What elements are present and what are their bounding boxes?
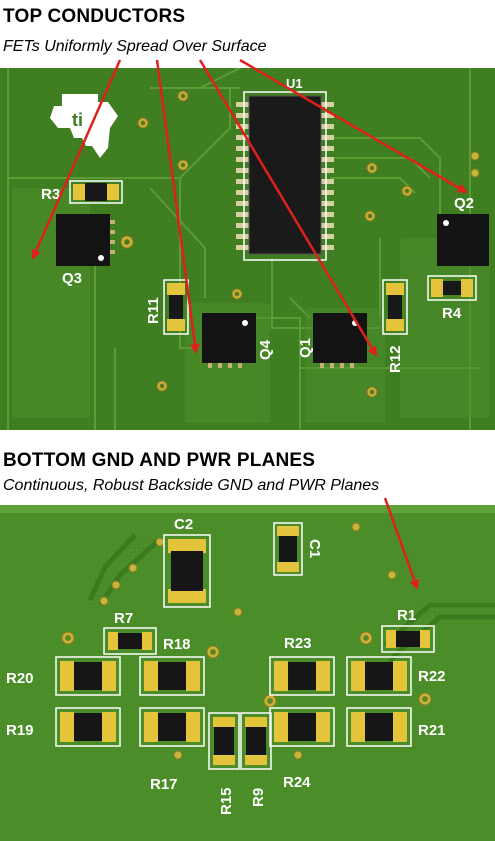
arrow-to-q4 xyxy=(155,59,200,354)
q4-fet xyxy=(202,313,256,368)
r7-resistor xyxy=(103,627,157,655)
label-r3: R3 xyxy=(41,186,60,203)
label-q1: Q1 xyxy=(297,338,314,358)
arrow-to-bottom-plane xyxy=(383,497,420,590)
r11-resistor xyxy=(163,279,189,335)
top-vias xyxy=(120,90,480,398)
label-r12: R12 xyxy=(387,345,404,373)
r9-resistor xyxy=(240,712,272,770)
label-r4: R4 xyxy=(442,305,462,322)
bottom-arrows xyxy=(383,497,420,590)
c1-capacitor xyxy=(273,522,303,576)
r23-resistor xyxy=(269,656,335,696)
r4-resistor xyxy=(427,275,477,301)
r17-resistor xyxy=(139,707,205,747)
top-section-subtitle: FETs Uniformly Spread Over Surface xyxy=(3,38,267,55)
q3-fet xyxy=(56,214,115,266)
arrow-to-q1 xyxy=(198,59,378,357)
r18-resistor xyxy=(139,656,205,696)
label-r24: R24 xyxy=(283,774,311,791)
r1-resistor xyxy=(381,625,435,653)
label-r18: R18 xyxy=(163,636,191,653)
r24-resistor xyxy=(269,707,335,747)
r22-resistor xyxy=(346,656,412,696)
label-r23: R23 xyxy=(284,635,312,652)
label-q2: Q2 xyxy=(454,195,474,212)
bottom-vias xyxy=(61,522,432,760)
label-q3: Q3 xyxy=(62,270,82,287)
arrow-to-q2 xyxy=(239,58,468,194)
label-r22: R22 xyxy=(418,668,446,685)
svg-text:ti: ti xyxy=(72,110,83,130)
label-r20: R20 xyxy=(6,670,34,687)
label-c2: C2 xyxy=(174,516,193,533)
r3-resistor xyxy=(69,180,123,204)
label-c1: C1 xyxy=(306,539,323,558)
r15-resistor xyxy=(208,712,240,770)
label-r19: R19 xyxy=(6,722,34,739)
label-r11: R11 xyxy=(145,297,162,324)
top-conductors-board: ti xyxy=(0,68,495,430)
r19-resistor xyxy=(55,707,121,747)
label-r1: R1 xyxy=(397,607,416,624)
label-q4: Q4 xyxy=(257,339,274,360)
ti-logo-icon: ti xyxy=(50,94,118,158)
top-section-title: TOP CONDUCTORS xyxy=(3,6,186,27)
board-edge xyxy=(0,505,495,513)
u1-ic xyxy=(236,91,334,261)
top-arrows xyxy=(31,58,468,357)
r12-resistor xyxy=(382,279,408,335)
r21-resistor xyxy=(346,707,412,747)
label-r17: R17 xyxy=(150,776,178,793)
c2-capacitor xyxy=(163,534,211,608)
bottom-section-title: BOTTOM GND AND PWR PLANES xyxy=(3,450,316,471)
q2-fet xyxy=(437,214,489,266)
label-r7: R7 xyxy=(114,610,133,627)
label-r15: R15 xyxy=(218,787,235,815)
r20-resistor xyxy=(55,656,121,696)
label-u1: U1 xyxy=(286,76,303,91)
q1-fet xyxy=(313,313,367,368)
arrow-to-q3 xyxy=(31,59,122,260)
label-r9: R9 xyxy=(250,788,267,807)
bottom-section-subtitle: Continuous, Robust Backside GND and PWR … xyxy=(3,477,380,494)
bottom-planes-board: C2 C1 R7 R18 R1 R23 R20 xyxy=(0,505,495,841)
label-r21: R21 xyxy=(418,722,446,739)
